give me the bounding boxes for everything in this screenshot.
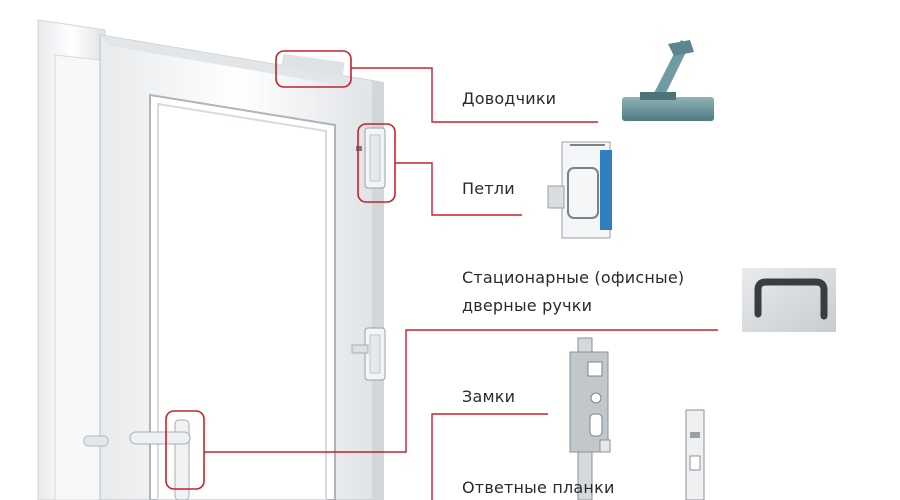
leader-handles [204,329,718,453]
lock-image [569,337,611,500]
label-closers: Доводчики [462,89,557,108]
office-handle-image [742,268,836,332]
hinge-image [547,141,612,239]
handle-callout-box [165,410,205,490]
strike-plate-image [685,409,705,500]
door-closer-image [622,40,714,121]
leader-closers [351,67,598,123]
glass-pane [149,93,336,500]
door-illustration [37,19,386,500]
hinge-lower [351,327,386,381]
door-handle [83,419,191,500]
leader-lines [204,67,718,500]
door-top-edge [100,35,380,92]
door-closer-detail [281,53,345,77]
label-handles-line1: Стационарные (офисные) [462,268,685,287]
leader-hinges [395,162,522,216]
hinge-upper [356,127,386,189]
closer-callout-box [275,50,352,88]
label-handles-line2: дверные ручки [462,296,593,315]
outer-frame-inner-edge [54,54,101,500]
label-locks: Замки [462,387,516,406]
glass-bead [157,102,327,500]
label-hinges: Петли [462,179,515,198]
label-strikes: Ответные планки [462,478,615,497]
leader-locks [431,413,548,500]
